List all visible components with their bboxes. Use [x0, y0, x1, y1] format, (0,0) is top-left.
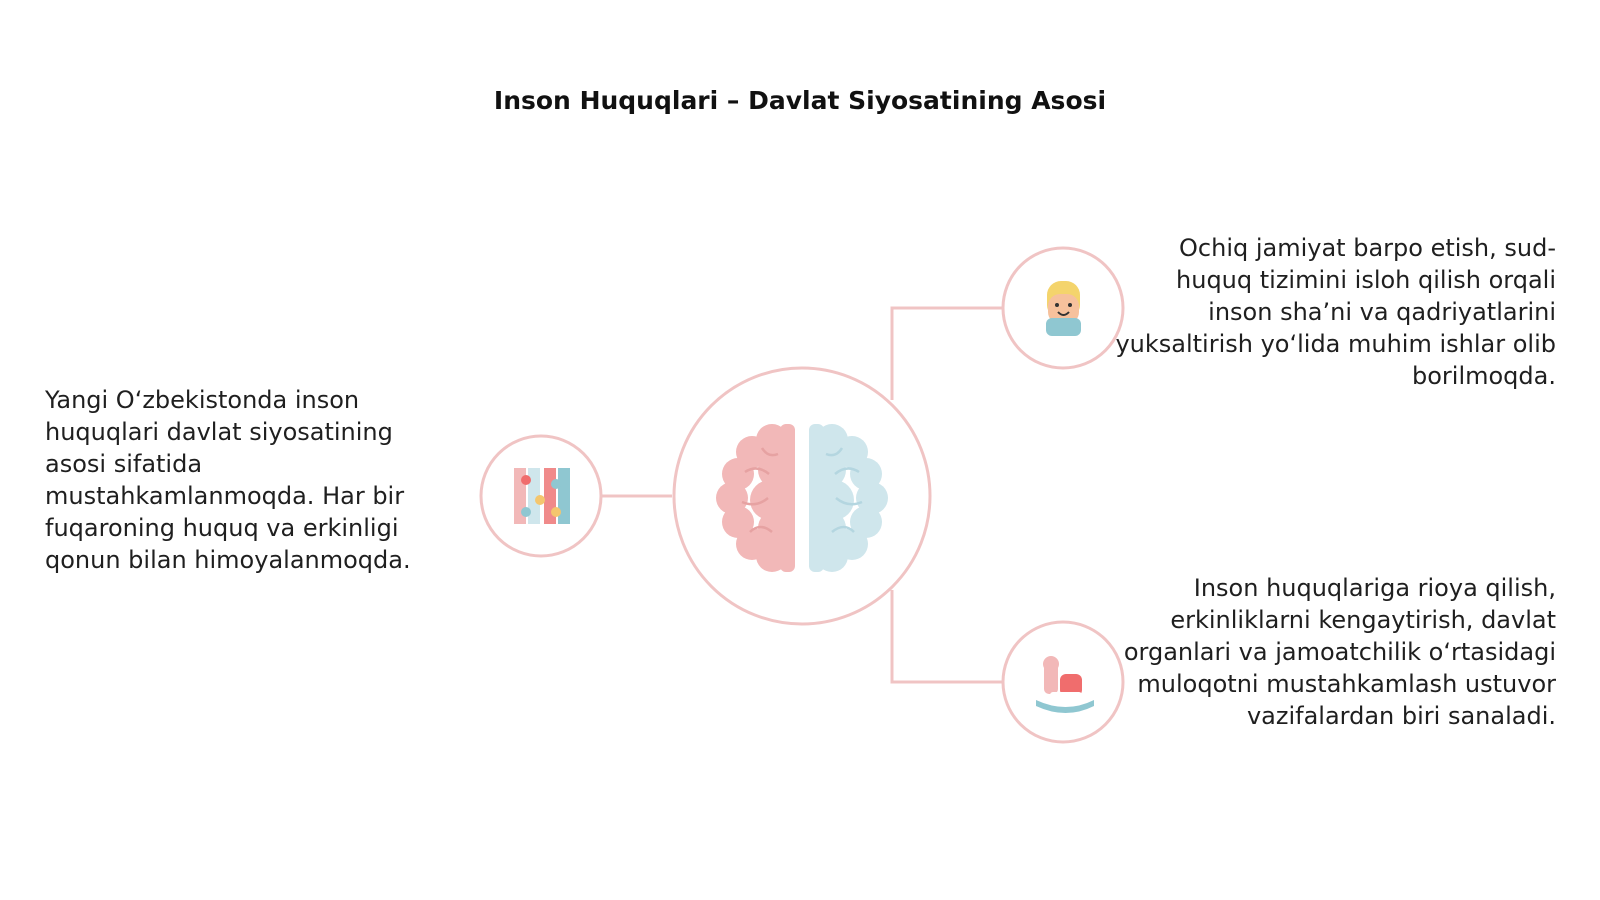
right-bottom-node-text: Inson huquqlariga rioya qilish, erkinlik… — [1123, 574, 1556, 730]
node-right-bottom — [1001, 620, 1125, 744]
puzzle-pieces-icon — [514, 468, 570, 524]
node-left — [479, 434, 603, 558]
node-right-top — [1001, 246, 1125, 370]
connector-right-top — [890, 306, 1002, 400]
connector-right-bottom — [890, 590, 1002, 684]
connectors — [602, 306, 1002, 684]
right-top-node-text: Ochiq jamiyat barpo etish, sud-huquq tiz… — [1115, 234, 1556, 390]
left-node-text: Yangi O‘zbekistonda inson huquqlari davl… — [45, 386, 411, 574]
rocking-horse-icon — [1036, 656, 1094, 713]
smiling-child-icon — [1046, 281, 1081, 336]
brain-icon — [716, 424, 888, 572]
center-node — [672, 366, 932, 626]
page-title: Inson Huquqlari – Davlat Siyosatining As… — [493, 86, 1107, 115]
